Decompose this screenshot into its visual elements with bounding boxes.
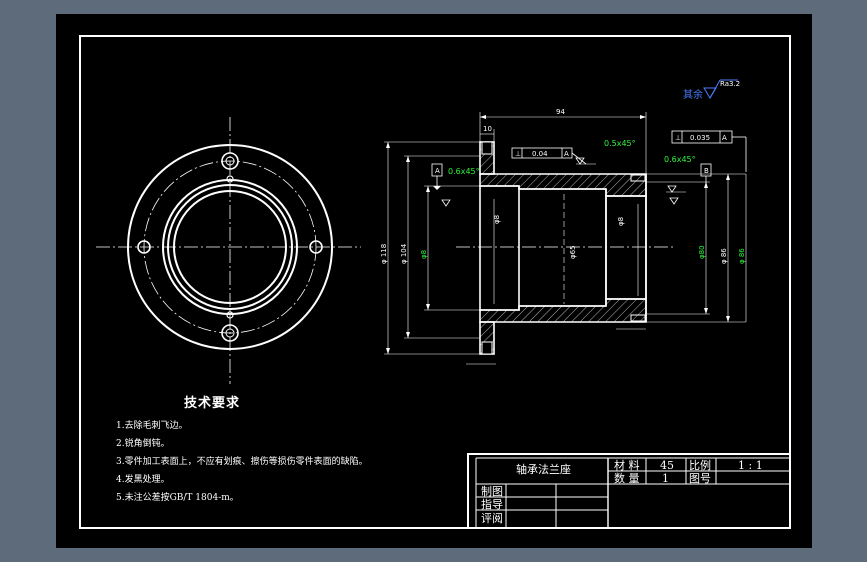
dim-overall-length: 94 <box>556 108 565 116</box>
tolerance-frame-top: ⊥ 0.04 A <box>511 147 587 165</box>
svg-text:A: A <box>722 134 727 142</box>
section-view <box>456 141 676 355</box>
quantity-label: 数 量 <box>614 472 640 485</box>
requirement-item: 4.发黑处理。 <box>116 475 170 485</box>
inner-border <box>79 35 791 529</box>
dimension-lines <box>384 112 747 365</box>
requirement-item: 1.去除毛刺飞边。 <box>116 421 188 431</box>
requirement-item: 5.未注公差按GB/T 1804-m。 <box>116 493 239 503</box>
requirements-title: 技术要求 <box>184 396 241 411</box>
dim-bore-right: φ8 <box>617 217 625 226</box>
reviewed-by-label: 评阅 <box>481 512 503 525</box>
roughness-marks <box>441 157 679 207</box>
datum-a: A <box>431 163 443 190</box>
drawing-sheet: 94 10 φ 118 φ 104 φ8 φ8 φ65 φ8 φ80 φ 86 … <box>56 14 812 548</box>
chamfer-left: 0.6x45° <box>448 167 480 176</box>
dim-bore-left: φ8 <box>420 250 428 259</box>
dim-dia-outer: φ 118 <box>380 244 388 264</box>
quantity-value: 1 <box>662 472 669 485</box>
dim-right-3: φ 86 <box>738 248 746 264</box>
material-label: 材 料 <box>614 459 640 472</box>
dim-bore-center: φ65 <box>569 245 577 259</box>
title-block-grid <box>467 453 791 529</box>
dim-flange-thickness: 10 <box>483 125 492 133</box>
svg-text:0.04: 0.04 <box>532 150 548 158</box>
svg-text:0.035: 0.035 <box>690 134 710 142</box>
dim-right-2: φ 86 <box>720 248 728 264</box>
roughness-note: 其余 Ra3.2 <box>683 79 740 101</box>
requirement-item: 2.锐角倒钝。 <box>116 439 170 449</box>
chamfer-top: 0.5x45° <box>604 139 636 148</box>
cad-drawing: 94 10 φ 118 φ 104 φ8 φ8 φ65 φ8 φ80 φ 86 … <box>79 35 791 529</box>
material-value: 45 <box>660 459 674 472</box>
svg-text:A: A <box>435 167 440 175</box>
drawn-by-label: 制图 <box>481 485 503 498</box>
part-name: 轴承法兰座 <box>516 463 571 476</box>
svg-text:⊥: ⊥ <box>515 150 521 158</box>
front-view <box>96 117 361 384</box>
drawing-no-label: 图号 <box>689 472 711 485</box>
svg-text:B: B <box>704 167 709 175</box>
tolerance-frame-right: ⊥ 0.035 A <box>671 130 747 172</box>
svg-text:⊥: ⊥ <box>675 134 681 142</box>
dimension-arrows <box>386 115 730 354</box>
dim-bore-inner-left: φ8 <box>493 215 501 224</box>
svg-text:Ra3.2: Ra3.2 <box>720 80 740 88</box>
datum-b: B <box>700 163 712 186</box>
chamfer-right: 0.6x45° <box>664 155 696 164</box>
dim-right-1: φ80 <box>698 245 706 259</box>
svg-text:其余: 其余 <box>683 88 703 101</box>
svg-text:A: A <box>564 150 569 158</box>
guided-by-label: 指导 <box>481 498 503 511</box>
requirement-item: 3.零件加工表面上，不应有划痕、擦伤等损伤零件表面的缺陷。 <box>116 457 368 467</box>
scale-value: 1 : 1 <box>738 459 763 472</box>
scale-label: 比例 <box>689 459 711 472</box>
dim-dia-flange: φ 104 <box>400 243 408 264</box>
